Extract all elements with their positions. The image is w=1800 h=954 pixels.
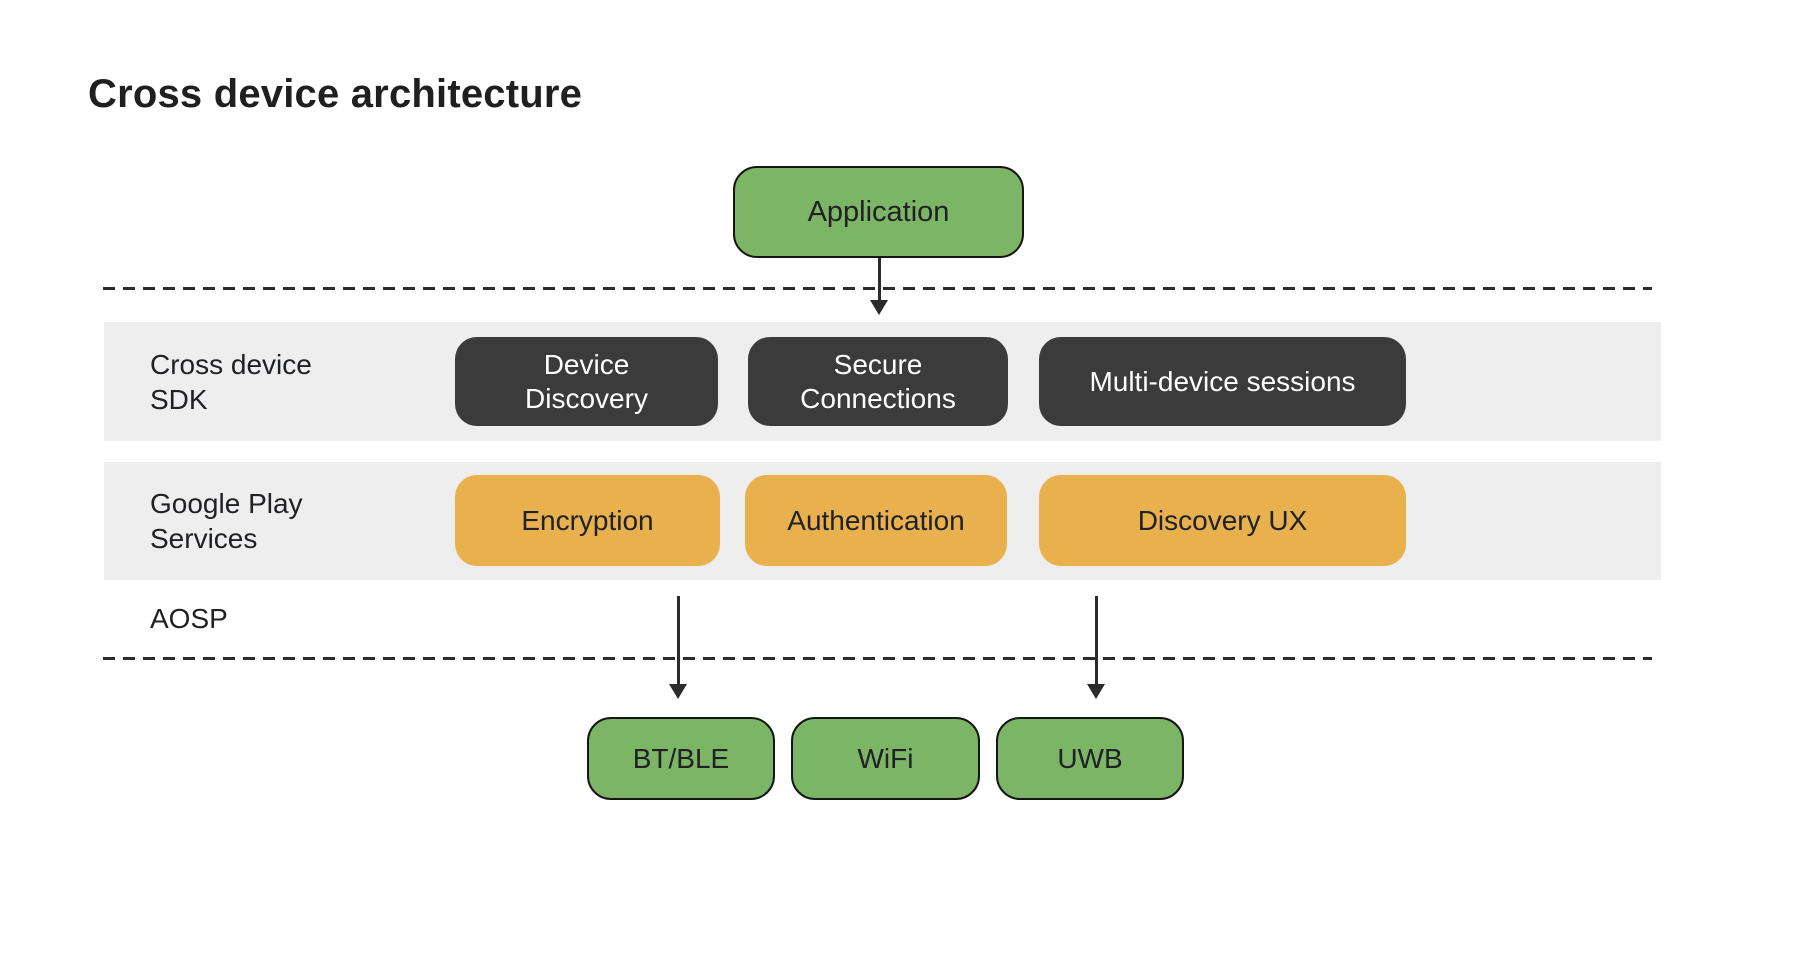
chip-authentication: Authentication bbox=[745, 475, 1007, 566]
arrow-shaft bbox=[1094, 596, 1098, 684]
arrow-to-btble-icon bbox=[668, 596, 688, 699]
arrow-shaft bbox=[877, 258, 881, 300]
arrow-shaft bbox=[676, 596, 680, 684]
arrow-to-uwb-icon bbox=[1086, 596, 1106, 699]
arrow-application-to-sdk-icon bbox=[869, 258, 889, 315]
arrow-head bbox=[870, 300, 888, 315]
band-label-google-play-services: Google Play Services bbox=[150, 488, 303, 554]
chip-discovery-ux: Discovery UX bbox=[1039, 475, 1406, 566]
chip-encryption: Encryption bbox=[455, 475, 720, 566]
band-cross-device-sdk: Cross device SDK Device Discovery Secure… bbox=[104, 322, 1661, 441]
chip-secure-connections: Secure Connections bbox=[748, 337, 1008, 426]
arrow-head bbox=[669, 684, 687, 699]
chip-multi-device-sessions: Multi-device sessions bbox=[1039, 337, 1406, 426]
page-title: Cross device architecture bbox=[88, 72, 583, 116]
upper-boundary-dashed-line bbox=[103, 287, 1652, 290]
aosp-label: AOSP bbox=[150, 603, 228, 634]
arrow-head bbox=[1087, 684, 1105, 699]
application-box: Application bbox=[733, 166, 1024, 258]
radio-box-wifi: WiFi bbox=[791, 717, 980, 800]
radio-box-uwb: UWB bbox=[996, 717, 1184, 800]
radio-box-btble: BT/BLE bbox=[587, 717, 775, 800]
band-label-cross-device-sdk: Cross device SDK bbox=[150, 348, 312, 415]
chip-device-discovery: Device Discovery bbox=[455, 337, 718, 426]
lower-boundary-dashed-line bbox=[103, 657, 1652, 660]
band-google-play-services: Google Play Services Encryption Authenti… bbox=[104, 462, 1661, 580]
